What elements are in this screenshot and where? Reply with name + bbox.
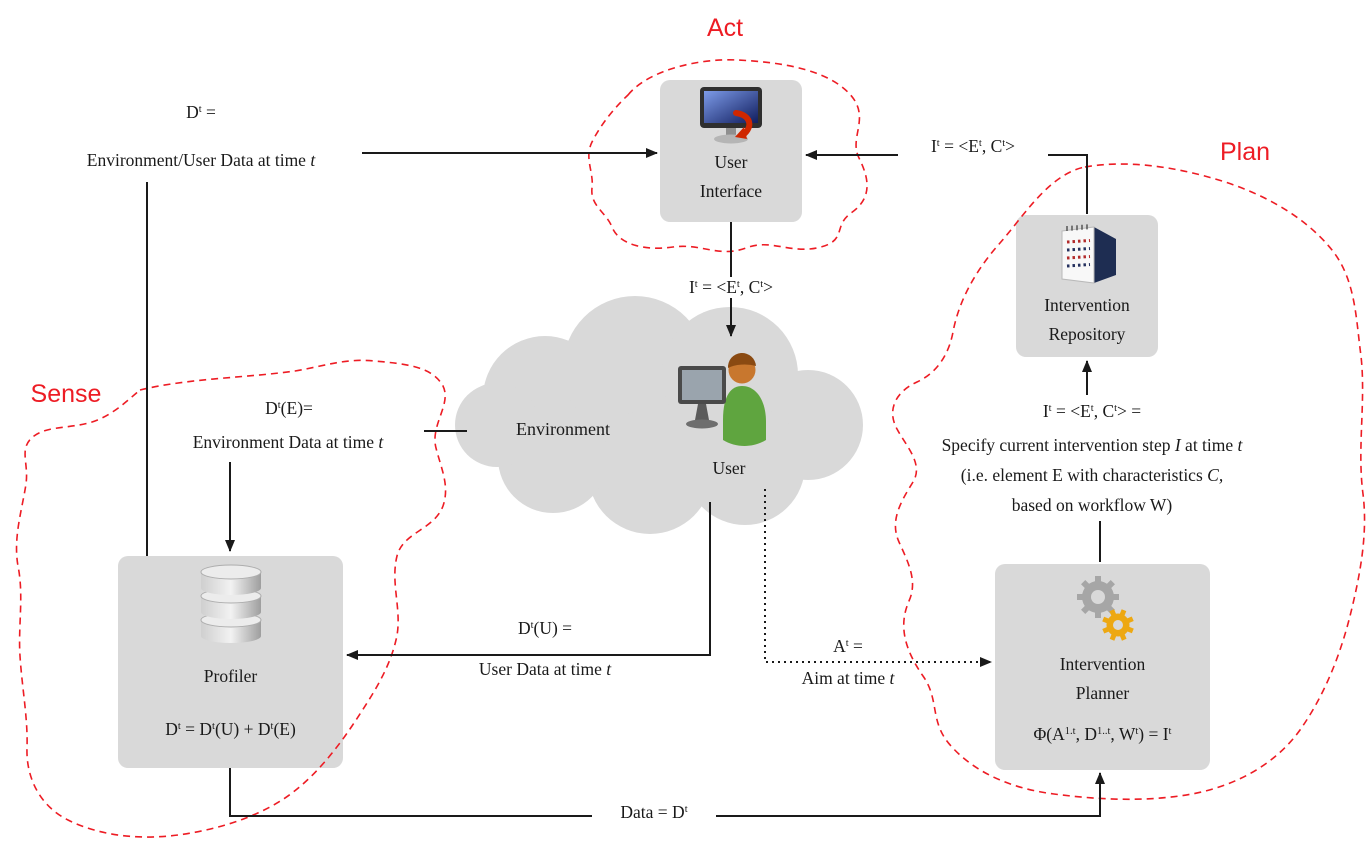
user-data-label-line1: Dt(U) = [517,618,573,638]
intervention-planner-label-line1: Intervention [1059,654,1146,674]
profiler-label: Profiler [203,666,258,686]
user-interface-label-line2: Interface [699,181,763,201]
environment-label: Environment [516,419,610,439]
env-user-data-label-line2: Environment/User Data at time t [86,150,316,170]
user-icon [678,352,766,446]
specify-intervention-line3: (i.e. element E with characteristics C, [960,465,1224,485]
user-data-label-line2: User Data at time t [478,659,612,679]
intervention-planner-label-line2: Planner [1075,683,1130,703]
database-icon [200,564,261,643]
intervention-repository-label-line1: Intervention [1044,295,1130,315]
environment-data-label-line1: Dt(E)= [265,398,313,418]
environment-cloud [455,296,863,534]
intervention-planner-node: Intervention Planner Φ(A1.t, D1..t, Wt) … [995,564,1210,770]
user-interface-node: User Interface [660,80,802,222]
arrow-repo-to-ui [805,150,1088,214]
intervention-planner-formula: Φ(A1.t, D1..t, Wt) = It [1033,724,1172,744]
specify-intervention-line2: Specify current intervention step I at t… [941,435,1243,455]
specify-intervention-line1: It = <Et, Ct> = [1042,401,1142,421]
intervention-repository-node: Intervention Repository [1016,215,1158,357]
db-cylinder-top [200,564,261,595]
aim-label-line1: At = [833,636,863,656]
user-label: User [712,458,746,478]
profiler-node: Profiler Dt = Dt(U) + Dt(E) [118,556,343,768]
specify-intervention-label: It = <Et, Ct> = Specify current interven… [880,396,1304,520]
act-region-label: Act [706,14,744,42]
specify-intervention-line4: based on workflow W) [1011,495,1173,515]
data-label: Data = Dt [592,802,716,823]
repo-to-ui-label: It = <Et, Ct> [898,136,1048,157]
intervention-repository-label-line2: Repository [1048,324,1126,344]
aim-label-line2: Aim at time t [801,668,895,688]
calendar-icon [1061,224,1116,284]
env-user-data-label-line1: Dt = [186,102,216,122]
profiler-formula: Dt = Dt(U) + Dt(E) [165,719,296,739]
monitor-icon [700,87,762,144]
gears-icon [1076,576,1134,641]
ui-to-environment-label: It = <Et, Ct> [656,277,806,298]
sense-region-label: Sense [30,380,102,408]
user-interface-label-line1: User [714,152,748,172]
plan-region-label: Plan [1219,138,1271,166]
environment-data-label-line2: Environment Data at time t [192,432,384,452]
